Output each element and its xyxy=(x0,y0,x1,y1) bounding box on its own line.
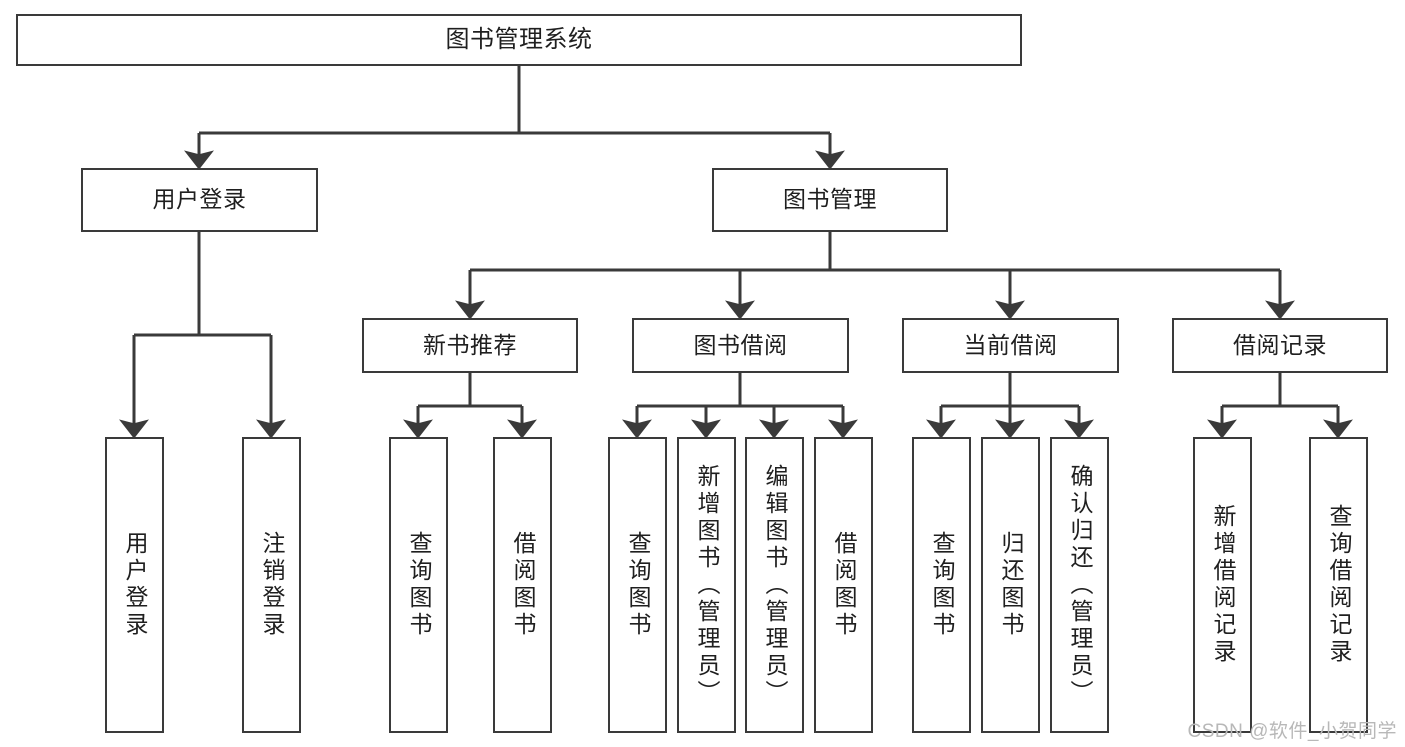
node-leaf-borrow-book-2-label: 借阅图书 xyxy=(831,531,857,639)
node-book-manage-label: 图书管理 xyxy=(783,186,877,213)
node-leaf-query-book-2-label: 查询图书 xyxy=(625,531,651,639)
node-leaf-query-book-1-label: 查询图书 xyxy=(406,531,432,639)
node-leaf-user-login-label: 用户登录 xyxy=(122,531,148,639)
node-root[interactable]: 图书管理系统 xyxy=(16,14,1022,66)
node-leaf-return-book[interactable]: 归还图书 xyxy=(981,437,1040,733)
node-leaf-borrow-book-1-label: 借阅图书 xyxy=(510,531,536,639)
node-leaf-logout-login[interactable]: 注销登录 xyxy=(242,437,301,733)
node-leaf-borrow-book-2[interactable]: 借阅图书 xyxy=(814,437,873,733)
node-borrow-record-label: 借阅记录 xyxy=(1233,331,1327,358)
node-leaf-add-book-label: 新增图书（管理员） xyxy=(694,463,720,707)
node-user-login[interactable]: 用户登录 xyxy=(81,168,318,232)
node-leaf-query-book-3[interactable]: 查询图书 xyxy=(912,437,971,733)
node-leaf-query-book-2[interactable]: 查询图书 xyxy=(608,437,667,733)
node-leaf-add-book[interactable]: 新增图书（管理员） xyxy=(677,437,736,733)
node-book-borrow-label: 图书借阅 xyxy=(693,331,788,358)
node-leaf-return-book-label: 归还图书 xyxy=(998,531,1024,639)
csdn-watermark: CSDN @软件_小贺同学 xyxy=(1187,721,1397,742)
node-leaf-borrow-book-1[interactable]: 借阅图书 xyxy=(493,437,552,733)
node-borrow-record[interactable]: 借阅记录 xyxy=(1172,318,1388,373)
node-new-book-recommend-label: 新书推荐 xyxy=(423,331,517,358)
node-leaf-edit-book-label: 编辑图书（管理员） xyxy=(762,463,788,707)
node-current-borrow[interactable]: 当前借阅 xyxy=(902,318,1119,373)
node-leaf-add-record-label: 新增借阅记录 xyxy=(1210,504,1236,666)
node-leaf-query-book-3-label: 查询图书 xyxy=(929,531,955,639)
node-book-manage[interactable]: 图书管理 xyxy=(712,168,948,232)
node-leaf-query-record[interactable]: 查询借阅记录 xyxy=(1309,437,1368,733)
node-user-login-label: 用户登录 xyxy=(152,186,247,213)
node-leaf-confirm-return-label: 确认归还（管理员） xyxy=(1067,463,1093,707)
node-leaf-add-record[interactable]: 新增借阅记录 xyxy=(1193,437,1252,733)
node-current-borrow-label: 当前借阅 xyxy=(963,331,1058,358)
node-new-book-recommend[interactable]: 新书推荐 xyxy=(362,318,578,373)
node-leaf-user-login[interactable]: 用户登录 xyxy=(105,437,164,733)
node-leaf-query-record-label: 查询借阅记录 xyxy=(1326,504,1352,666)
node-root-label: 图书管理系统 xyxy=(445,25,593,53)
node-leaf-edit-book[interactable]: 编辑图书（管理员） xyxy=(745,437,804,733)
node-book-borrow[interactable]: 图书借阅 xyxy=(632,318,849,373)
node-leaf-query-book-1[interactable]: 查询图书 xyxy=(389,437,448,733)
node-leaf-logout-login-label: 注销登录 xyxy=(259,531,285,639)
node-leaf-confirm-return[interactable]: 确认归还（管理员） xyxy=(1050,437,1109,733)
